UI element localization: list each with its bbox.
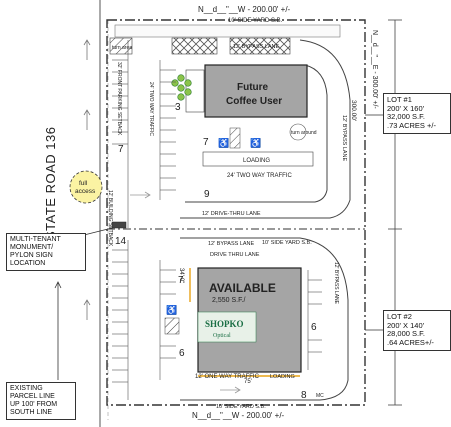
stall-count-6a: 6 bbox=[179, 348, 185, 359]
road-name: STATE ROAD 136 bbox=[43, 127, 58, 240]
upper-left-stalls bbox=[112, 40, 176, 228]
loading-zone-upper bbox=[202, 151, 314, 167]
lot2-sqft: 28,000 S.F. bbox=[387, 329, 425, 339]
future-building-line1: Future bbox=[237, 82, 269, 93]
monument-sign bbox=[111, 221, 127, 229]
lot-line-dim: 300.00' bbox=[350, 100, 357, 121]
monument-callout-line4: LOCATION bbox=[10, 260, 46, 268]
state-road bbox=[40, 0, 100, 427]
lot1-acres: .73 ACRES +/- bbox=[387, 120, 436, 130]
full-access-label-2: access bbox=[75, 188, 96, 195]
lot1-dims: 200' X 160' bbox=[387, 103, 425, 113]
side-yard-top-label: 10' SIDE YARD S.B. bbox=[228, 18, 283, 24]
dim-75: 75' bbox=[244, 379, 252, 385]
handicap-1: ♿ bbox=[218, 137, 229, 148]
stall-count-6b: 6 bbox=[311, 322, 317, 333]
side-yard-top-strip bbox=[114, 24, 341, 38]
drive-thru-top-label: 12' DRIVE-THRU LANE bbox=[202, 211, 261, 217]
parcel-callout-line3: UP 100' FROM bbox=[10, 401, 58, 409]
building-setback-label: 12' BUILDING SETBACK bbox=[107, 190, 113, 247]
shopko-logo-main: SHOPKO bbox=[205, 319, 244, 329]
one-way-label: 12' ONE WAY TRAFFIC bbox=[195, 374, 260, 380]
shopko-logo-sub: Optical bbox=[213, 333, 231, 339]
mc-label: MC bbox=[316, 393, 324, 399]
lot1-title: LOT #1 bbox=[387, 95, 412, 104]
full-access-marker bbox=[69, 170, 103, 204]
front-parking-label: 32' FRONT PARKING SETBACK bbox=[116, 62, 122, 136]
lot2-dims: 200' X 140' bbox=[387, 320, 425, 330]
future-building-line2: Coffee User bbox=[226, 96, 282, 107]
future-coffee-building bbox=[204, 64, 308, 118]
stall-count-7b: 7 bbox=[203, 137, 209, 148]
shopko-logo bbox=[197, 311, 257, 343]
bypass-mid-label: 12' BYPASS LANE bbox=[208, 241, 255, 247]
monument-callout: MULTI-TENANT MONUMENT/ PYLON SIGN LOCATI… bbox=[6, 233, 86, 272]
parcel-callout-line4: SOUTH LINE bbox=[10, 409, 53, 417]
two-way-label-vertical: 24' TWO WAY TRAFFIC bbox=[148, 82, 154, 136]
turn-area-label: turn area bbox=[112, 45, 132, 51]
bypass-right2-label: 12' BYPASS LANE bbox=[333, 262, 339, 305]
handicap-3: ♿ bbox=[166, 304, 177, 315]
lower-drive-curve bbox=[180, 237, 349, 401]
two-way-label-1: 24' TWO WAY TRAFFIC bbox=[227, 173, 292, 179]
stall-count-3: 3 bbox=[175, 102, 181, 113]
monument-callout-line3: PYLON SIGN bbox=[10, 252, 53, 260]
side-dimension: N__d__"__E - 300.00' +/- bbox=[371, 30, 378, 109]
property-boundary bbox=[106, 19, 366, 406]
available-title: AVAILABLE bbox=[209, 281, 276, 295]
parcel-callout-line1: EXISTING bbox=[10, 385, 43, 392]
lot1-callout: LOT #1 200' X 160' 32,000 S.F. .73 ACRES… bbox=[383, 93, 451, 134]
bypass-right-label: 12' BYPASS LANE bbox=[341, 115, 347, 162]
turn-area-box bbox=[109, 37, 133, 55]
dim-34: 34'-0" bbox=[178, 268, 184, 283]
stall-count-7a: 7 bbox=[118, 144, 124, 155]
landscape-trees bbox=[171, 74, 192, 101]
parcel-callout-line2: PARCEL LINE bbox=[10, 393, 55, 401]
stall-count-14: 14 bbox=[115, 236, 127, 247]
stall-count-7c: 7 bbox=[178, 275, 184, 286]
bypass-top-label: 12' BYPASS LANE bbox=[233, 44, 280, 50]
top-hatch-1 bbox=[171, 37, 218, 55]
monument-callout-line2: MONUMENT/ bbox=[10, 244, 54, 252]
lower-right-stalls bbox=[307, 270, 322, 370]
bottom-dimension: N__d__"__W - 200.00' +/- bbox=[192, 411, 285, 420]
turn-around-label: turn around bbox=[291, 130, 317, 136]
lot1-sqft: 32,000 S.F. bbox=[387, 112, 425, 122]
top-dimension: N__d__"__W - 200.00' +/- bbox=[198, 5, 291, 14]
lot2-acres: .64 ACRES+/- bbox=[387, 337, 434, 347]
loading-label-2: LOADING bbox=[270, 374, 295, 380]
full-access-label-1: full bbox=[79, 180, 88, 187]
loading-label-1: LOADING bbox=[243, 158, 270, 164]
road-arrows bbox=[83, 39, 91, 320]
monument-callout-line1: MULTI-TENANT bbox=[10, 236, 61, 243]
handicap-2: ♿ bbox=[250, 137, 261, 148]
stall-count-8: 8 bbox=[301, 390, 307, 401]
available-area: 2,550 S.F./ bbox=[212, 297, 246, 304]
lower-left-stalls bbox=[112, 240, 176, 400]
lot2-callout: LOT #2 200' X 140' 28,000 S.F. .64 ACRES… bbox=[383, 310, 451, 351]
parcel-callout: EXISTING PARCEL LINE UP 100' FROM SOUTH … bbox=[6, 382, 76, 421]
top-hatch-2 bbox=[229, 37, 291, 55]
lot2-title: LOT #2 bbox=[387, 312, 412, 321]
stall-count-9: 9 bbox=[204, 189, 210, 200]
side-yard-bottom-label: 10' SIDE YARD S.B. bbox=[216, 404, 266, 410]
drive-thru-lane-label: DRIVE THRU LANE bbox=[210, 252, 260, 258]
side-yard-mid-label: 10' SIDE YARD S.B. bbox=[262, 240, 312, 246]
upper-drive-curve bbox=[180, 39, 351, 219]
